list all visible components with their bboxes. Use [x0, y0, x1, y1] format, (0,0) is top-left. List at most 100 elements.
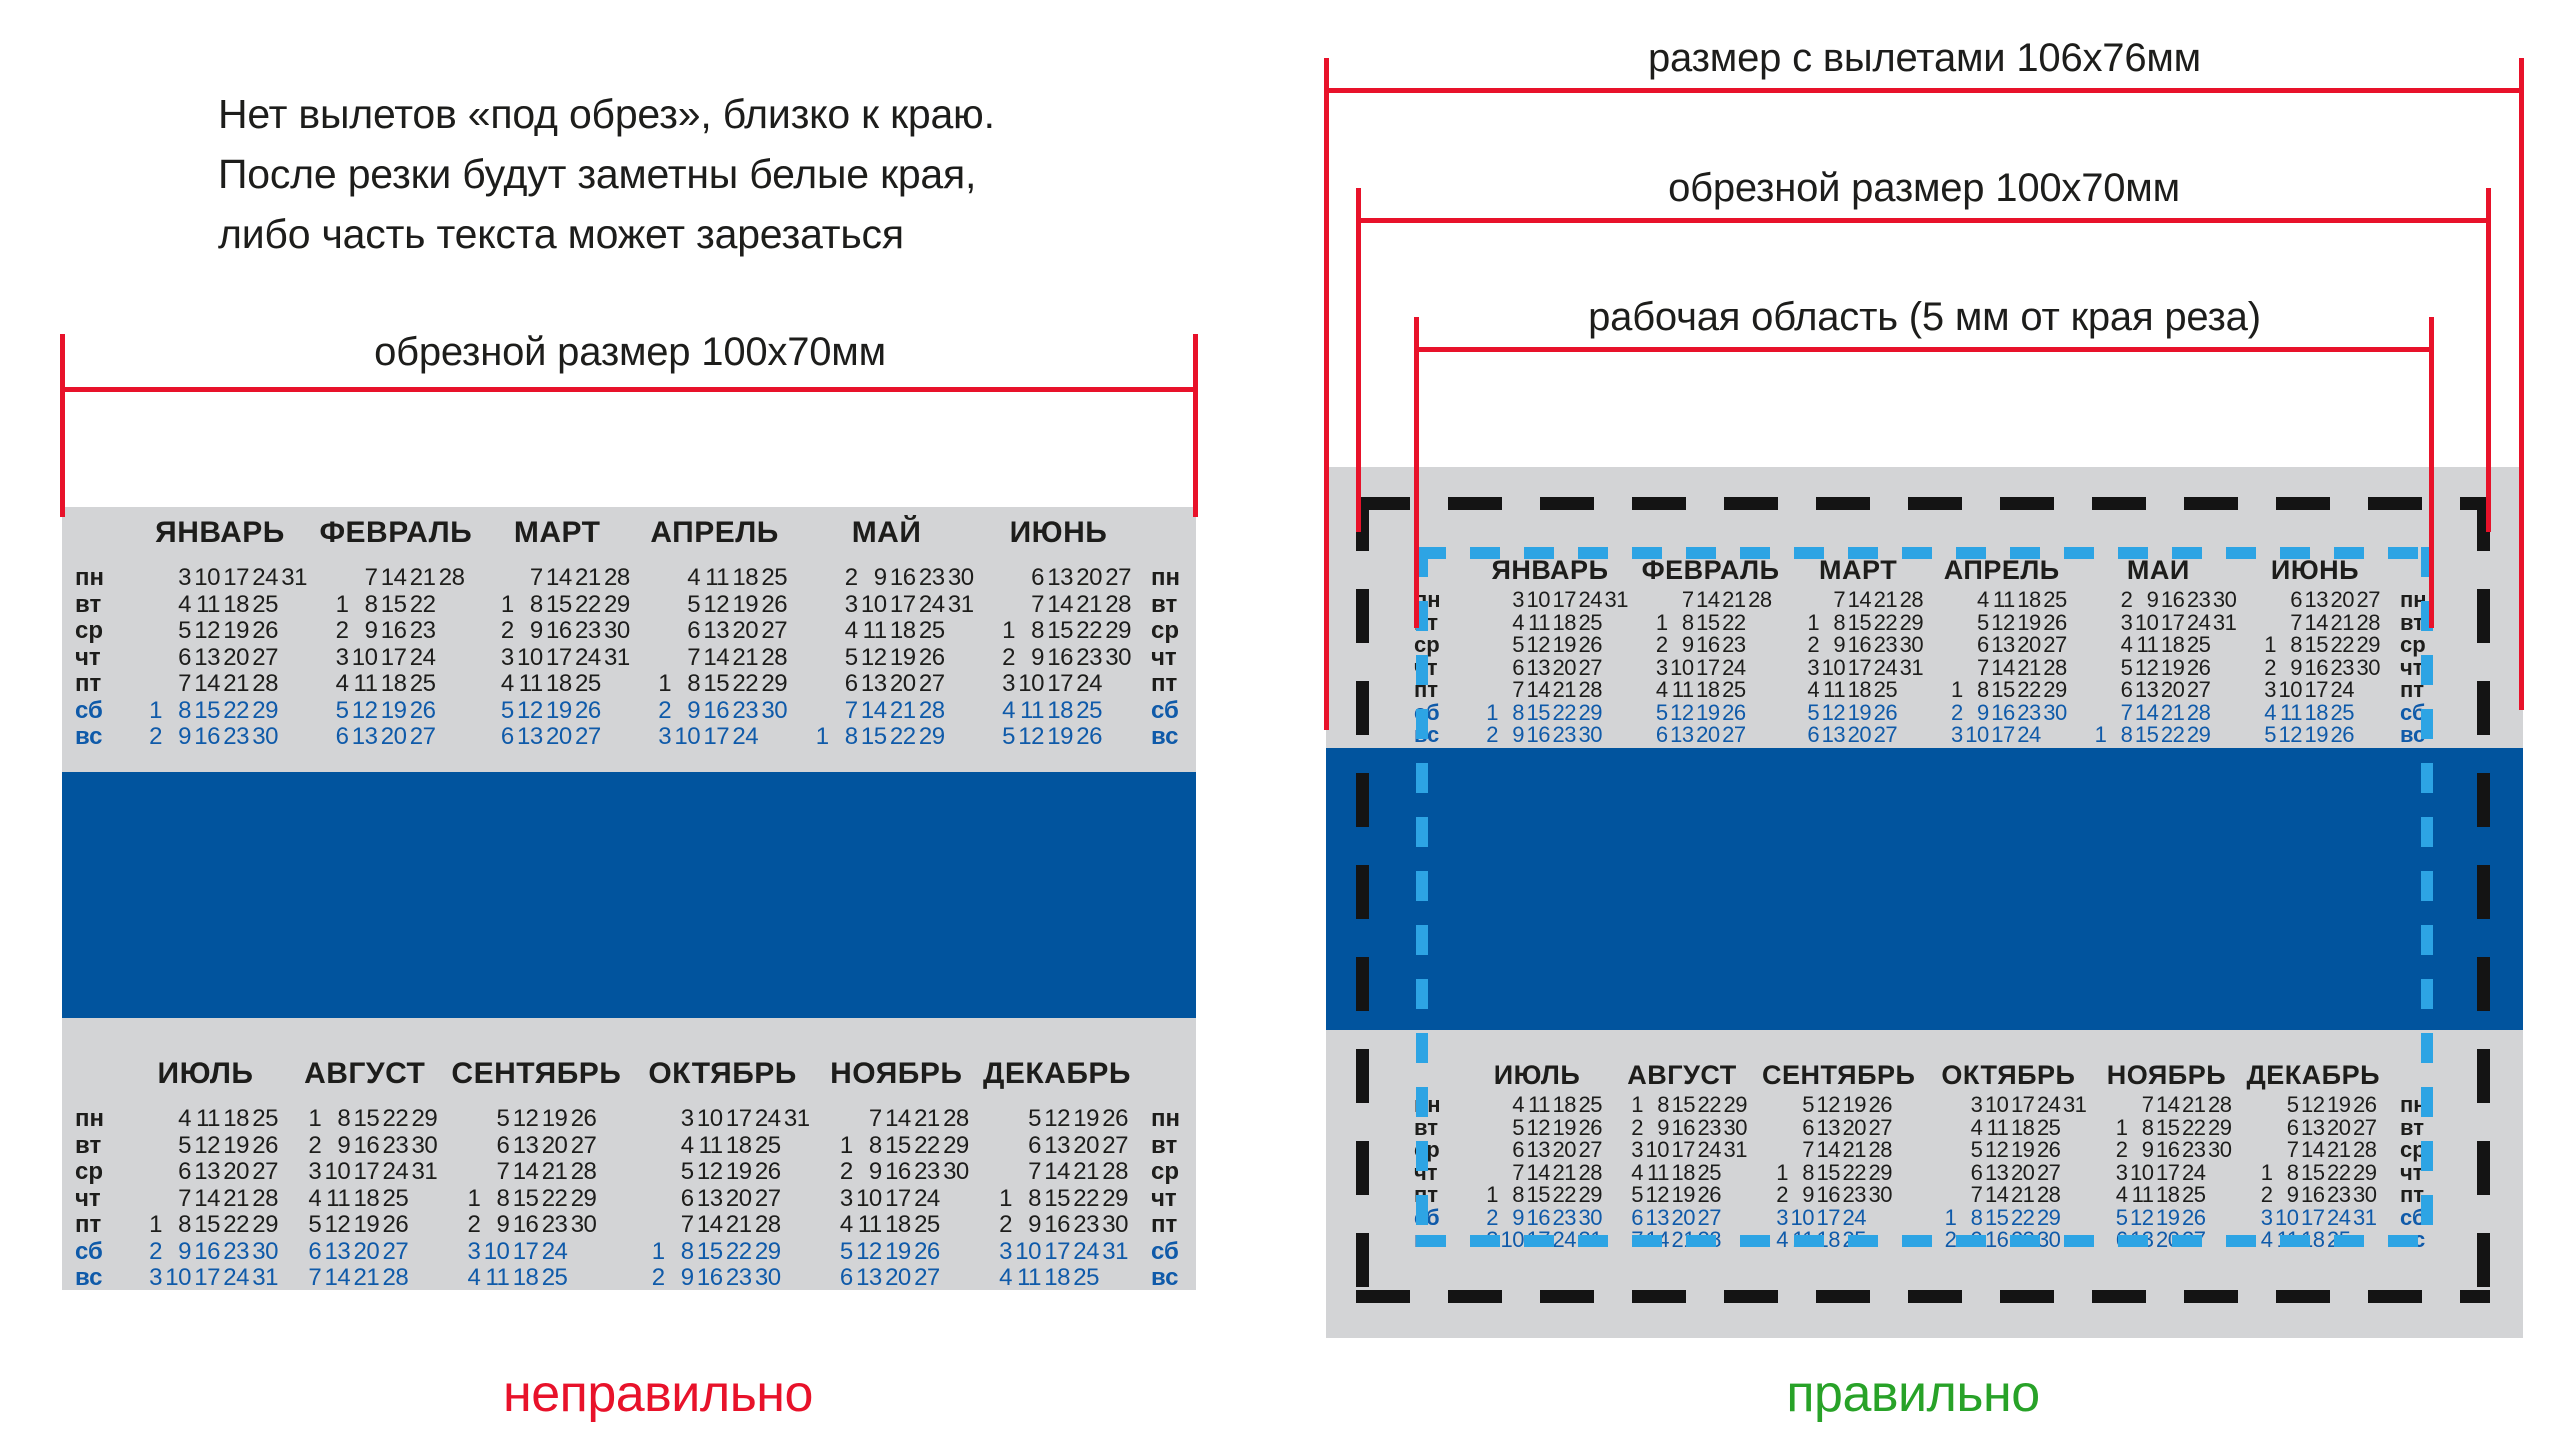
day-cell: 4	[2260, 1227, 2273, 1252]
day-cell: 11	[2276, 1227, 2299, 1252]
day-cell: 22	[1722, 609, 1746, 635]
day-cell: 1	[149, 1211, 162, 1238]
day-cell: 1	[999, 1184, 1012, 1212]
day-cell: 7	[1970, 1182, 1983, 1207]
day-cell: 11	[196, 1105, 220, 1132]
day-cell: 24	[541, 1237, 568, 1265]
day-cell: 2	[1807, 632, 1820, 657]
day-cell: 3	[149, 1264, 162, 1291]
day-cell: 2	[500, 617, 514, 644]
day-cell: 21	[2181, 1092, 2206, 1117]
day-cell: 10	[860, 590, 887, 618]
month-name: АВГУСТ	[1627, 1060, 1737, 1090]
day-cell: 6	[2115, 1227, 2128, 1252]
day-cell: 13	[1044, 1131, 1070, 1159]
day-cell: 5	[500, 696, 514, 724]
day-cell: 17	[889, 590, 916, 618]
day-cell: 27	[252, 1158, 278, 1185]
day-cell: 7	[680, 1211, 694, 1238]
day-cell: 7	[1512, 1159, 1524, 1185]
day-cell: 3	[1776, 1204, 1789, 1230]
day-cell: 2	[149, 1237, 162, 1265]
day-cell: 3	[1807, 654, 1820, 680]
day-cell: 14	[2155, 1092, 2180, 1117]
day-cell: 28	[1578, 1159, 1603, 1185]
day-cell: 3	[999, 1237, 1012, 1265]
day-cell: 18	[1696, 677, 1720, 702]
day-cell: 16	[1526, 722, 1551, 747]
day-cell: 15	[1526, 699, 1551, 725]
day-cell: 9	[1802, 1182, 1815, 1207]
day-cell: 9	[1512, 1204, 1524, 1230]
day-cell: 26	[252, 617, 278, 644]
day-cell: 2	[149, 723, 162, 750]
day-cell: 20	[889, 670, 916, 697]
day-cell: 14	[1526, 1159, 1551, 1185]
day-cell: 26	[2036, 1137, 2061, 1162]
weekday-label: чт	[2400, 1159, 2424, 1185]
day-cell: 21	[2160, 699, 2185, 725]
day-cell: 24	[252, 564, 278, 591]
month-name: СЕНТЯБРЬ	[451, 1057, 622, 1090]
weekday-label: чт	[1151, 1184, 1177, 1212]
day-cell: 24	[1552, 1227, 1577, 1252]
weekday-label: сб	[1151, 696, 1179, 724]
day-cell: 15	[380, 590, 407, 618]
day-cell: 25	[1697, 1159, 1722, 1185]
day-cell: 29	[2352, 1159, 2377, 1185]
day-cell: 26	[2181, 1204, 2206, 1230]
day-cell: 6	[496, 1131, 510, 1159]
day-cell: 9	[178, 723, 191, 750]
day-cell: 7	[687, 643, 701, 671]
day-cell: 15	[353, 1105, 380, 1132]
day-cell: 14	[194, 1184, 220, 1212]
day-cell: 29	[252, 696, 278, 724]
day-cell: 24	[409, 643, 436, 671]
day-cell: 17	[545, 643, 572, 671]
day-cell: 23	[732, 696, 759, 724]
day-cell: 31	[1899, 654, 1924, 680]
day-cell: 25	[2181, 1182, 2206, 1207]
day-cell: 30	[2043, 699, 2067, 725]
day-cell: 2	[2115, 1137, 2128, 1162]
day-cell: 5	[1002, 723, 1015, 750]
day-cell: 25	[541, 1264, 568, 1291]
dim-label-bleed: размер с вылетами 106х76мм	[1648, 36, 2201, 80]
day-cell: 25	[382, 1184, 409, 1212]
day-cell: 2	[1776, 1182, 1789, 1207]
day-cell: 28	[1105, 590, 1131, 618]
day-cell: 11	[1792, 1227, 1815, 1252]
day-cell: 25	[1842, 1227, 1867, 1252]
day-cell: 19	[353, 1211, 380, 1238]
day-cell: 28	[1102, 1158, 1128, 1185]
day-cell: 8	[2290, 632, 2302, 657]
day-cell: 2	[651, 1264, 665, 1291]
day-cell: 21	[1552, 1159, 1577, 1185]
day-cell: 3	[2260, 1204, 2273, 1230]
day-cell: 11	[862, 617, 887, 644]
day-cell: 9	[2290, 654, 2302, 680]
day-cell: 7	[1631, 1227, 1644, 1252]
day-cell: 24	[1873, 654, 1898, 680]
day-cell: 16	[194, 723, 220, 750]
